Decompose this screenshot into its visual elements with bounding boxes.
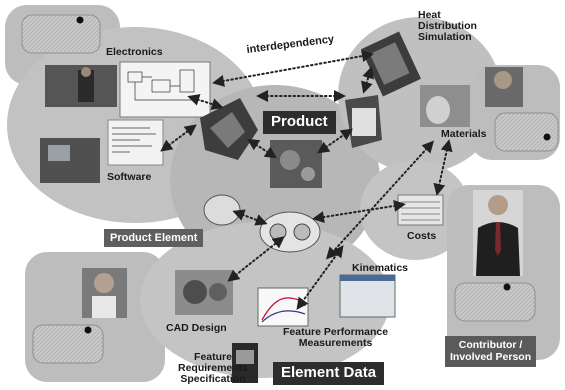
- schematic-block: [179, 69, 195, 93]
- label-feature-requirements-specification: Feature Requirements Specification: [178, 351, 249, 386]
- gear: [280, 150, 300, 170]
- label-feature-req-line2: Requirements: [178, 362, 249, 375]
- material-cylinder: [426, 96, 450, 124]
- document-page: [236, 350, 254, 364]
- label-feature-perf-line1: Feature Performance: [283, 326, 389, 338]
- arrow-materials-kinematics: [325, 140, 435, 260]
- label-kinematics: Kinematics: [352, 262, 409, 274]
- tag-contributor-line2: Involved Person: [450, 350, 532, 363]
- tag-product: Product: [263, 111, 336, 134]
- arrow-interdependency: [212, 50, 374, 87]
- map-marker: [543, 133, 551, 141]
- circuit-schematic: [119, 61, 211, 118]
- arrow-software-part: [160, 124, 197, 152]
- label-feature-req-line1: Feature: [194, 351, 232, 363]
- map-image-top-left: [21, 14, 101, 54]
- arrow-costs-part: [312, 200, 406, 223]
- arrow-heat-actuator: [361, 66, 374, 94]
- label-feature-performance-measurements: Feature Performance Measurements: [283, 326, 389, 350]
- mechanism-part-left-detail: [210, 112, 245, 148]
- map-marker: [76, 16, 84, 24]
- kinematics-screenshot: [339, 274, 396, 318]
- engineer-head: [81, 67, 91, 77]
- label-feature-perf-line2: Measurements: [298, 337, 373, 350]
- label-software: Software: [107, 171, 152, 183]
- relationship-arrows: [160, 50, 453, 310]
- label-heat-line2: Distribution: [418, 20, 477, 33]
- map-image-right: [494, 112, 559, 152]
- gear: [301, 167, 315, 181]
- label-heat-line3: Simulation: [418, 31, 472, 44]
- tag-contributor-involved-person: Contributor / Involved Person: [445, 336, 537, 368]
- contributor-head: [488, 195, 508, 215]
- label-materials: Materials: [441, 128, 487, 140]
- map-marker: [84, 326, 92, 334]
- label-costs: Costs: [407, 230, 437, 242]
- map-image-contributor: [454, 282, 536, 322]
- cad-gear: [183, 280, 207, 304]
- portrait-shirt: [92, 296, 116, 318]
- portrait-head: [94, 273, 114, 293]
- arrow-performance: [296, 245, 344, 310]
- heat-sim-board: [369, 42, 410, 85]
- map-image-bottom-left: [32, 324, 104, 364]
- arrow-cad-gearbox: [227, 236, 285, 282]
- actuator-cylinder: [352, 108, 376, 136]
- code-lines: [112, 127, 156, 153]
- label-heat-distribution-simulation: Heat Distribution Simulation: [418, 9, 477, 44]
- performance-chart: [257, 287, 309, 327]
- tag-element-data: Element Data: [273, 362, 385, 385]
- label-heat-line1: Heat: [418, 9, 441, 21]
- tag-contributor-line1: Contributor /: [458, 339, 523, 351]
- map-marker: [503, 283, 511, 291]
- wheel: [269, 223, 287, 241]
- tag-product-element: Product Element: [104, 229, 204, 248]
- arrow-electronics-part: [187, 94, 224, 110]
- schematic-wire: [134, 76, 200, 101]
- software-code-screenshot: [107, 119, 164, 166]
- wheel: [293, 223, 311, 241]
- label-electronics: Electronics: [106, 46, 163, 58]
- performance-curve: [261, 310, 306, 323]
- cad-gear: [209, 283, 227, 301]
- arrow-materials-costs: [433, 139, 453, 196]
- wheel-assembly: [259, 211, 321, 253]
- arrow-pulley-wheels: [232, 209, 268, 226]
- label-feature-req-line3: Specification: [180, 373, 246, 386]
- contributor-tie: [495, 222, 501, 256]
- label-cad-design: CAD Design: [166, 322, 227, 334]
- engineer-figure: [78, 70, 94, 102]
- kinematics-window-bar: [340, 275, 395, 281]
- arrow-part-gearbox: [246, 138, 278, 159]
- pulley-part: [203, 194, 241, 226]
- costs-screenshot: [397, 194, 444, 226]
- monitor: [48, 145, 70, 161]
- person-head: [494, 71, 512, 89]
